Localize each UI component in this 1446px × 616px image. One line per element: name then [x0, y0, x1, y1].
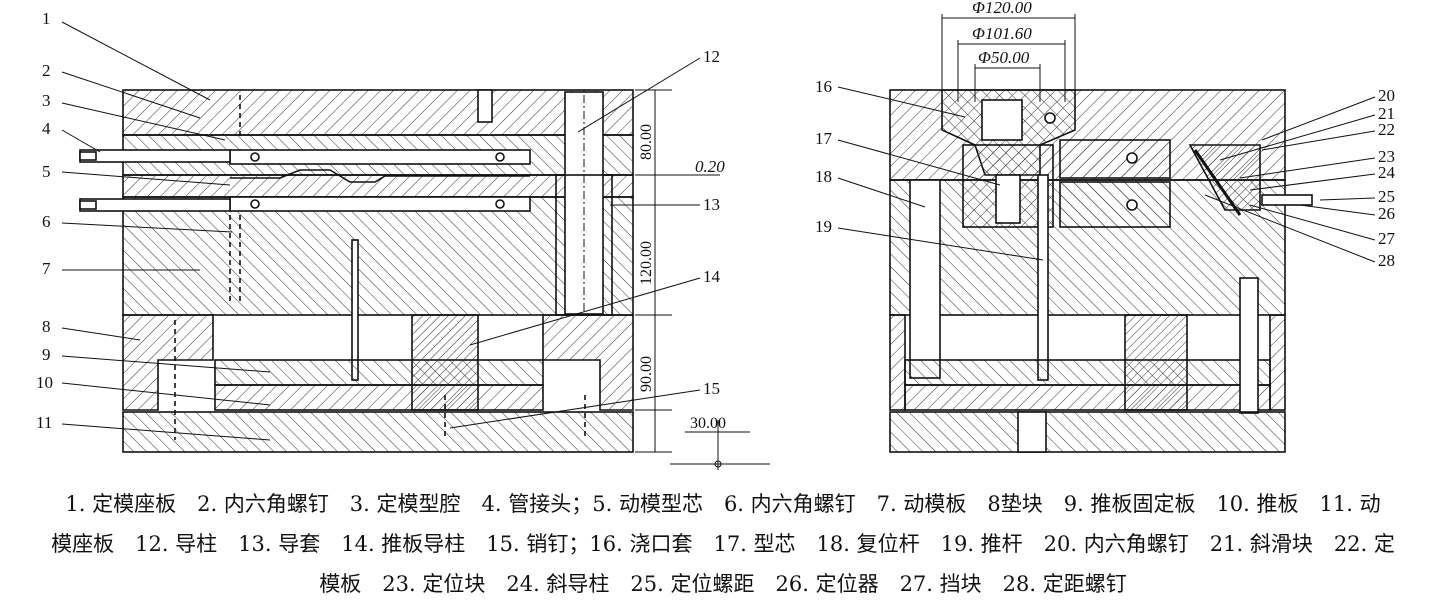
- caption-line-2: 模座板 12. 导柱 13. 导套 14. 推板导柱 15. 销钉；16. 浇口…: [51, 532, 1395, 556]
- ejector-plate: [214, 384, 544, 411]
- o-ring: [495, 199, 505, 209]
- label-18: 18: [815, 167, 832, 186]
- ejector-retainer-plate: [214, 359, 544, 386]
- o-ring: [250, 199, 260, 209]
- label-6: 6: [42, 212, 51, 231]
- mold-assembly-drawing: 80.00 120.00 90.00 30.00 0.20 1 2 3 4 5 …: [36, 0, 1396, 470]
- label-8: 8: [42, 317, 51, 336]
- o-ring: [250, 152, 260, 162]
- ejector-pin: [351, 239, 359, 381]
- label-1: 1: [42, 9, 51, 28]
- caption-line-3: 模板 23. 定位块 24. 斜导柱 25. 定位螺距 26. 定位器 27. …: [319, 572, 1127, 596]
- label-24: 24: [1378, 163, 1396, 182]
- dim-30: 30.00: [690, 415, 726, 432]
- cooling-channel-upper: [229, 149, 531, 165]
- cavity-block-lower: [1059, 181, 1171, 228]
- label-13: 13: [703, 195, 720, 214]
- caption-line-1: 1. 定模座板 2. 内六角螺钉 3. 定模型腔 4. 管接头；5. 动模型芯 …: [65, 492, 1381, 516]
- label-22: 22: [1378, 120, 1395, 139]
- screw-head: [1126, 199, 1138, 211]
- ejector-guide-pillar: [411, 314, 479, 411]
- right-leaders: [837, 86, 1376, 263]
- label-20: 20: [1378, 86, 1395, 105]
- label-4: 4: [42, 119, 51, 138]
- moving-clamp-right: [889, 411, 1286, 453]
- pipe-fitting-upper-head: [79, 151, 97, 161]
- left-section-view: [79, 89, 634, 453]
- dim-phi-50: Φ50.00: [978, 48, 1030, 67]
- spacer-right-right-view: [1269, 314, 1286, 411]
- label-17: 17: [815, 129, 833, 148]
- right-dimensions: [941, 14, 1076, 102]
- locating-screw: [1261, 194, 1313, 206]
- label-28: 28: [1378, 251, 1395, 270]
- label-25: 25: [1378, 187, 1395, 206]
- right-labels: 16 17 18 19 20 21 22 23 24 25 26 27 28: [815, 77, 1396, 270]
- screw-head: [1126, 152, 1138, 164]
- screw-head: [1044, 112, 1056, 124]
- part-profile: [230, 169, 530, 183]
- label-7: 7: [42, 259, 51, 278]
- return-pin: [909, 179, 941, 379]
- label-12: 12: [703, 47, 720, 66]
- label-9: 9: [42, 345, 51, 364]
- cooling-channel-lower: [229, 196, 531, 212]
- label-23: 23: [1378, 147, 1395, 166]
- label-16: 16: [815, 77, 832, 96]
- ejector-retainer-right: [904, 359, 1271, 386]
- pipe-fitting-upper: [79, 149, 231, 163]
- top-slot: [477, 89, 493, 123]
- label-5: 5: [42, 162, 51, 181]
- dim-gap: 0.20: [695, 157, 725, 176]
- dim-80: 80.00: [638, 124, 655, 160]
- left-dimension-text: 80.00 120.00 90.00 30.00 0.20: [638, 124, 726, 432]
- label-11: 11: [36, 413, 52, 432]
- figure-caption: 1. 定模座板 2. 内六角螺钉 3. 定模型腔 4. 管接头；5. 动模型芯 …: [0, 484, 1446, 604]
- moving-clamp-plate: [122, 411, 634, 453]
- spacer-block-right: [542, 314, 634, 411]
- dim-phi-120: Φ120.00: [972, 0, 1032, 17]
- fixed-clamp-plate: [122, 89, 634, 136]
- label-19: 19: [815, 217, 832, 236]
- stop-bolt: [1239, 277, 1259, 414]
- label-26: 26: [1378, 204, 1395, 223]
- angled-slide: [1188, 144, 1261, 211]
- ejector-plate-right: [904, 384, 1271, 411]
- label-27: 27: [1378, 229, 1396, 248]
- label-15: 15: [703, 379, 720, 398]
- clamp-slot: [1017, 411, 1047, 453]
- label-3: 3: [42, 91, 51, 110]
- label-14: 14: [703, 267, 721, 286]
- left-leaders: [61, 21, 701, 441]
- dim-90: 90.00: [638, 356, 655, 392]
- label-21: 21: [1378, 104, 1395, 123]
- label-2: 2: [42, 61, 51, 80]
- spacer-left-right-view: [889, 314, 906, 411]
- pipe-fitting-lower-head: [79, 200, 97, 210]
- cavity-block: [1059, 139, 1171, 179]
- dim-phi-101: Φ101.60: [972, 24, 1032, 43]
- sprue-opening: [981, 99, 1023, 141]
- dim-120: 120.00: [638, 241, 655, 285]
- left-labels: 1 2 3 4 5 6 7 8 9 10 11 12 13 14 15: [36, 9, 721, 432]
- label-10: 10: [36, 373, 53, 392]
- o-ring: [495, 152, 505, 162]
- angle-pin: [1193, 149, 1242, 216]
- left-dimensions: [635, 89, 770, 470]
- right-dimension-text: Φ120.00 Φ101.60 Φ50.00: [972, 0, 1032, 67]
- right-section-view: [889, 89, 1313, 453]
- pipe-fitting-lower: [79, 198, 231, 212]
- spacer-block-left: [122, 314, 214, 411]
- ejector-guide-right: [1124, 314, 1188, 411]
- ejector-pin-right: [1037, 174, 1049, 381]
- core-insert: [995, 174, 1021, 224]
